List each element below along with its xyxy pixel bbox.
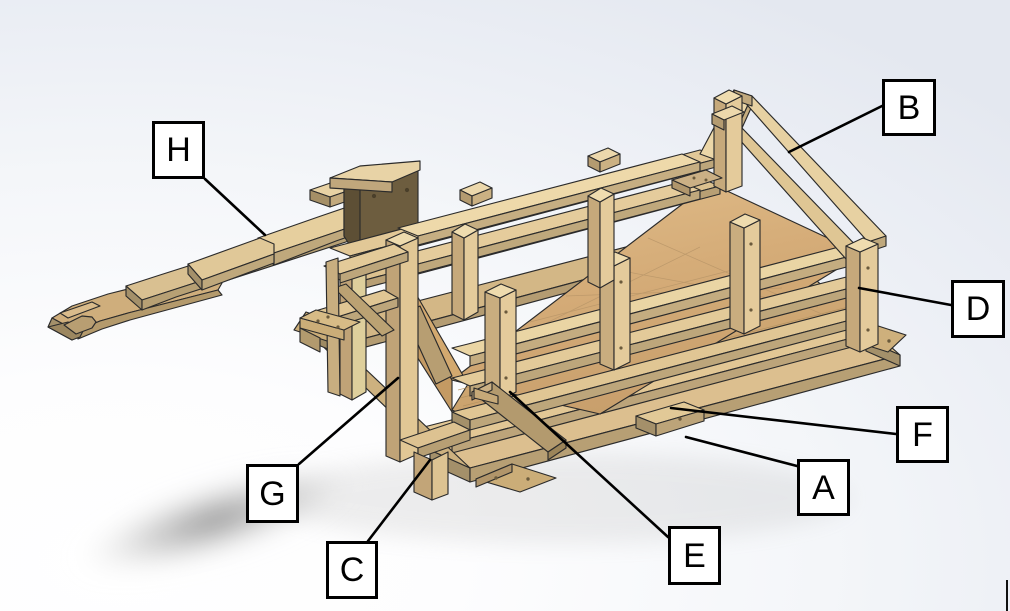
bed-front-posts [484,213,761,401]
callout-label-g[interactable]: G [246,464,299,523]
leader-line-d [857,286,953,307]
bed-cleat-block [635,401,705,437]
leader-line-a [684,435,799,468]
callout-label-a[interactable]: A [797,459,850,516]
upper-rail-frame [397,89,887,353]
callout-leader-lines [203,104,953,543]
callout-label-e[interactable]: E [668,526,721,585]
leader-line-h [203,177,267,237]
callout-label-h[interactable]: H [152,121,205,179]
callout-label-d[interactable]: D [951,280,1005,338]
leader-line-c [366,458,432,543]
leader-line-g [297,376,400,466]
callout-label-f[interactable]: F [896,406,949,463]
leader-line-b [787,104,884,154]
callout-label-b[interactable]: B [882,79,936,136]
callout-label-c[interactable]: C [326,541,378,599]
page-edge-marker [1006,580,1008,611]
leader-line-e [508,390,670,539]
front-end-structure [299,231,471,463]
wagon-model [47,89,907,501]
leader-line-f [669,406,898,436]
